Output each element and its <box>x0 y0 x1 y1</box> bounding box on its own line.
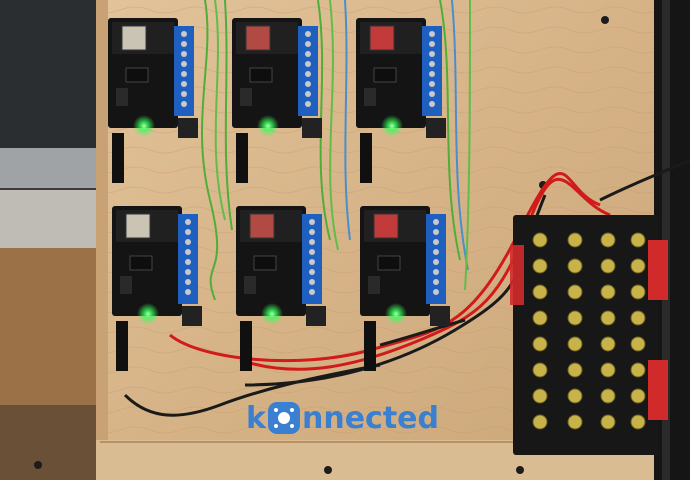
terminal-screw <box>600 414 616 430</box>
terminal-screw <box>567 310 583 326</box>
terminal-screw <box>600 388 616 404</box>
status-led-3 <box>381 115 403 137</box>
terminal-screw <box>532 388 548 404</box>
board-1 <box>108 18 198 183</box>
status-led-2 <box>257 115 279 137</box>
terminal-screw <box>600 258 616 274</box>
status-led-6 <box>385 303 407 325</box>
terminal-screw <box>532 232 548 248</box>
logo-text-left: k <box>246 401 267 436</box>
status-led-1 <box>133 115 155 137</box>
terminal-screw <box>532 414 548 430</box>
terminal-screw <box>600 310 616 326</box>
terminal-screw <box>567 284 583 300</box>
terminal-screw <box>630 414 646 430</box>
terminal-screw <box>630 336 646 352</box>
terminal-screw <box>532 258 548 274</box>
board-3 <box>356 18 446 183</box>
board-2 <box>232 18 322 183</box>
terminal-screw <box>630 310 646 326</box>
terminal-screw <box>567 414 583 430</box>
terminal-screw <box>532 362 548 378</box>
terminal-screw <box>630 362 646 378</box>
terminal-screw <box>600 284 616 300</box>
terminal-screw <box>567 336 583 352</box>
board-5 <box>236 206 326 371</box>
board-6 <box>360 206 450 371</box>
status-led-4 <box>137 303 159 325</box>
terminal-screw <box>567 388 583 404</box>
terminal-screw <box>630 232 646 248</box>
screws <box>34 16 609 474</box>
board-4 <box>112 206 202 371</box>
status-led-5 <box>261 303 283 325</box>
terminal-screw <box>600 336 616 352</box>
terminal-screw <box>532 284 548 300</box>
terminal-screw <box>600 232 616 248</box>
background-left <box>0 0 110 480</box>
terminal-screw <box>567 258 583 274</box>
terminal-screw <box>532 310 548 326</box>
terminal-screw <box>567 362 583 378</box>
terminal-screw <box>630 258 646 274</box>
terminal-screw <box>600 362 616 378</box>
konnected-logo: k nnected <box>246 401 439 436</box>
terminal-screw <box>630 388 646 404</box>
terminal-screw <box>630 284 646 300</box>
logo-text-right: nnected <box>302 401 439 436</box>
logo-o-icon <box>268 402 300 434</box>
boards <box>108 18 450 371</box>
terminal-screw <box>532 336 548 352</box>
terminal-screw <box>567 232 583 248</box>
terminal-blocks <box>510 215 668 455</box>
